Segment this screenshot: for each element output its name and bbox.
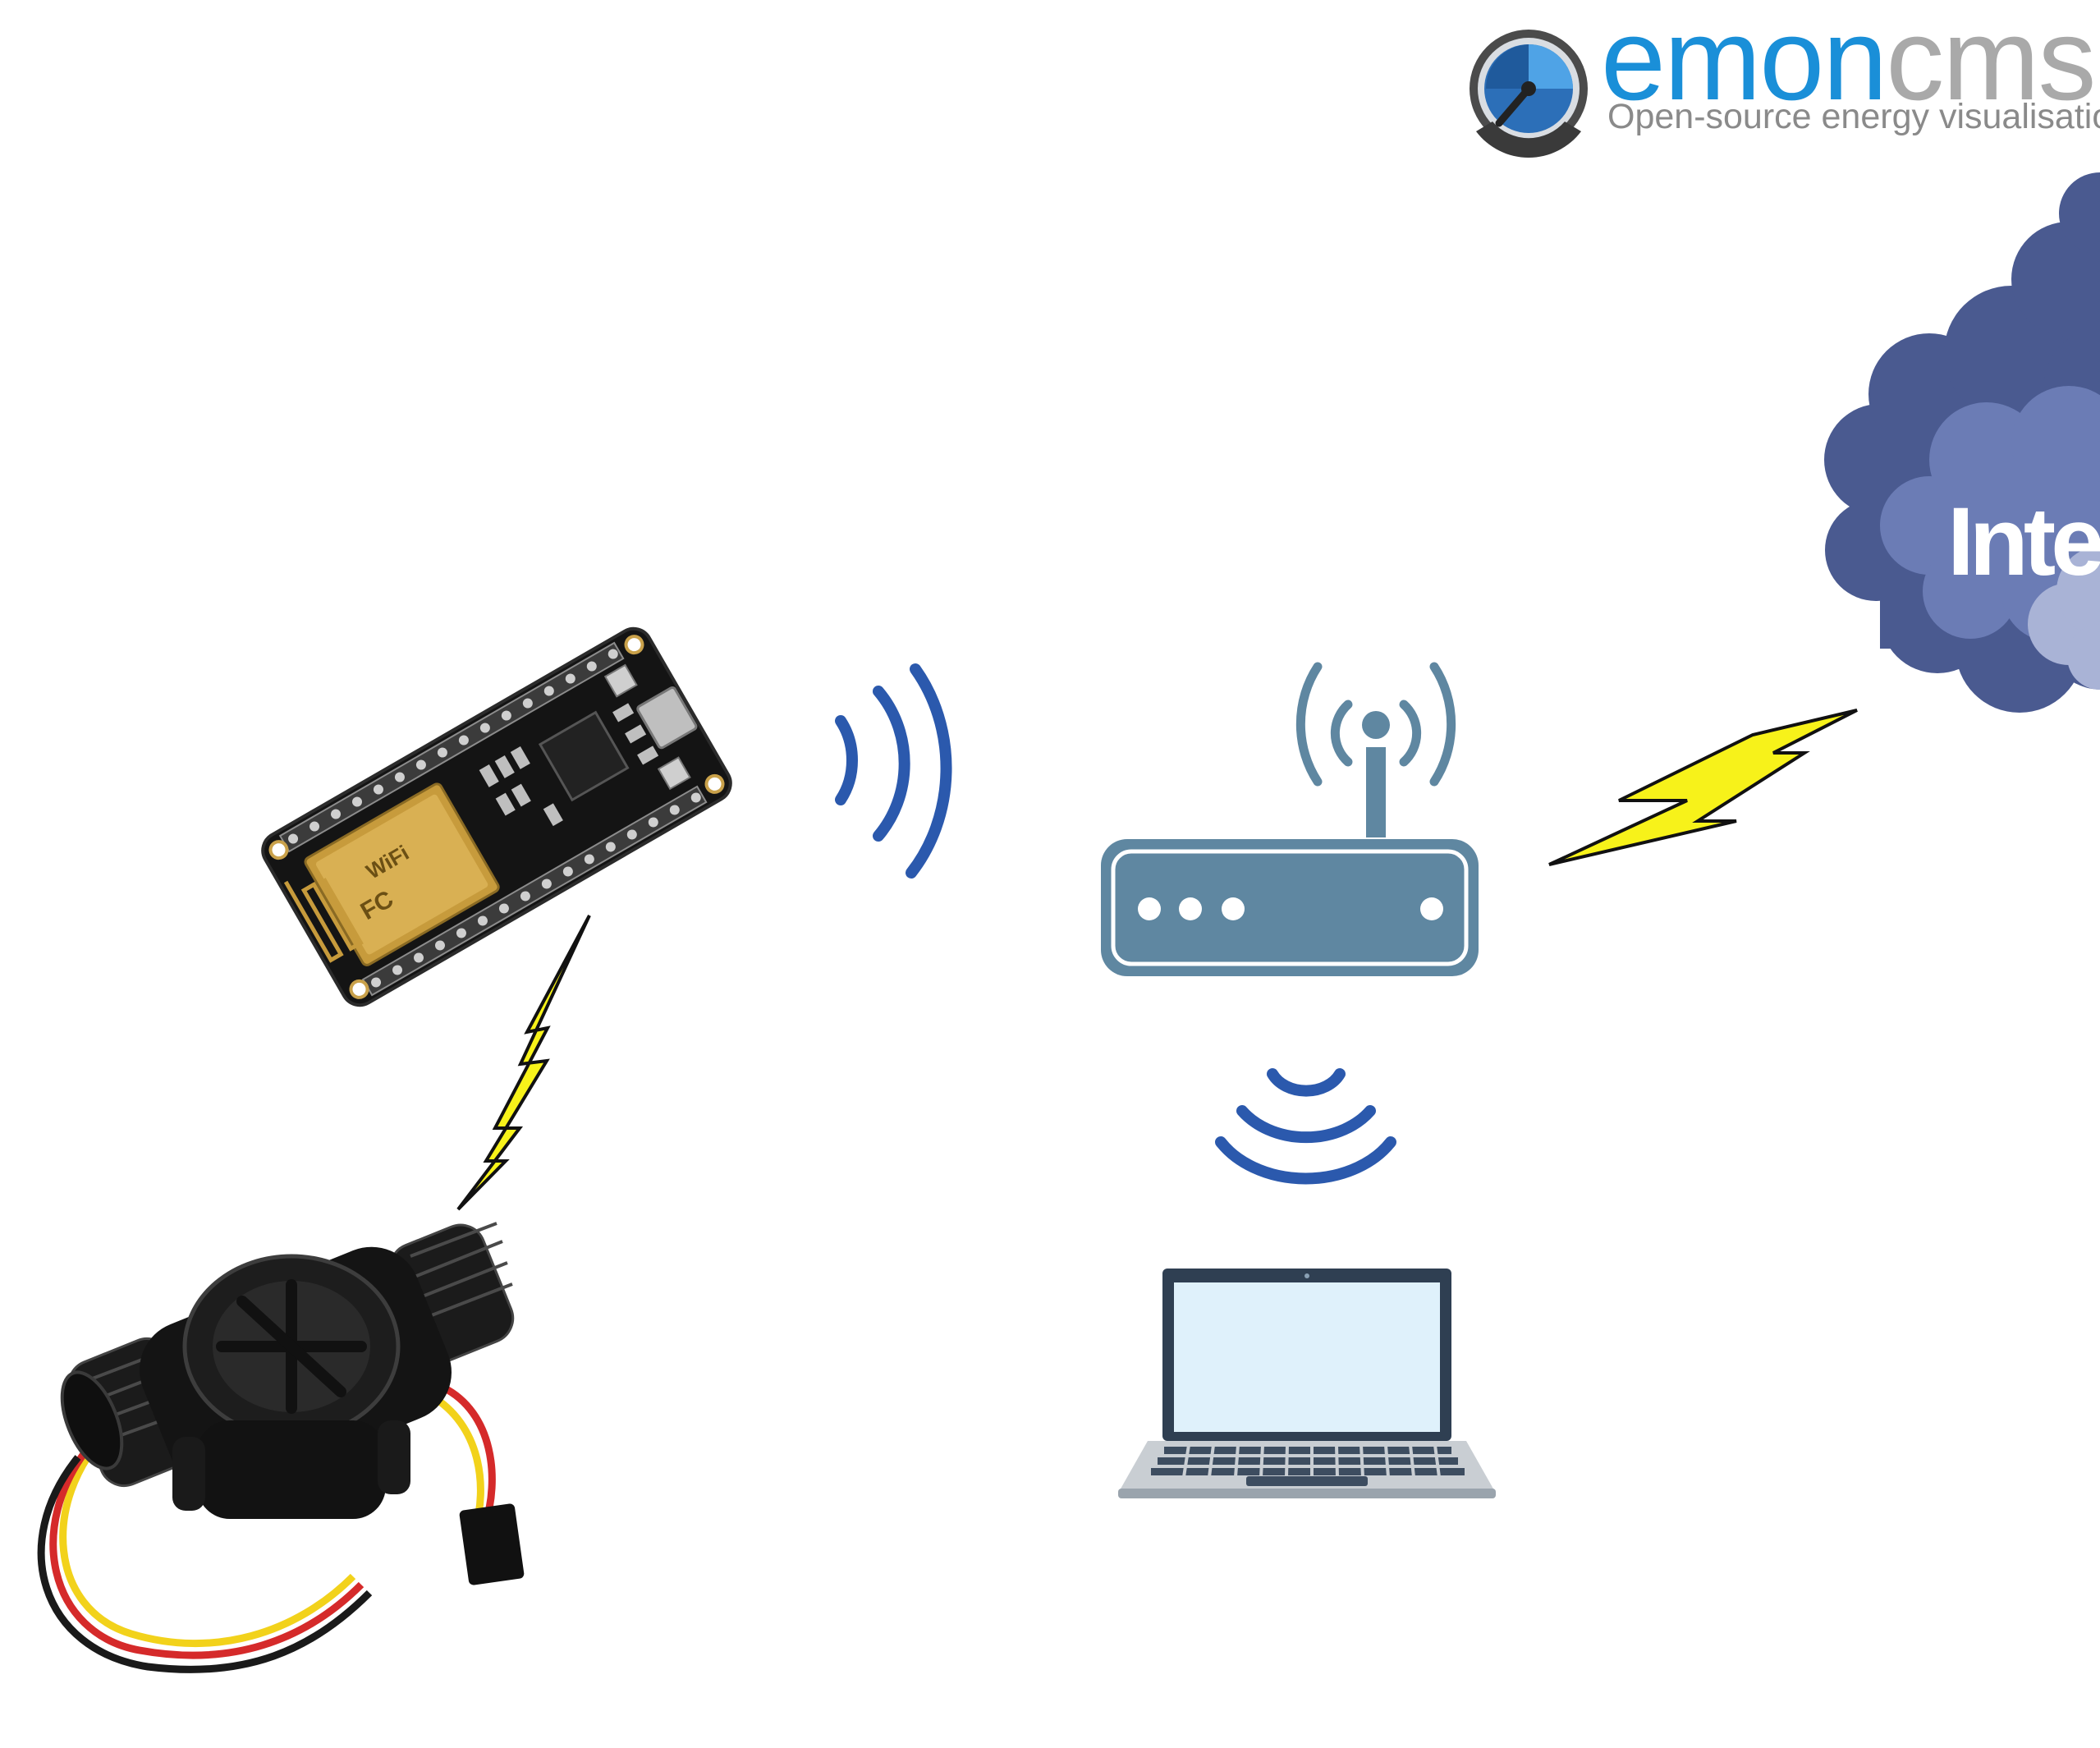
cloud-label: Inter (1947, 488, 2100, 596)
lightning-bolt-icon (456, 915, 591, 1211)
brand-wordmark: emoncms (1601, 2, 2097, 118)
brand-word-emon: emon (1601, 0, 1887, 125)
lightning-bolt-icon (1548, 709, 1858, 866)
wifi-wave-icon (1215, 1068, 1396, 1185)
router-icon (1101, 662, 1479, 976)
brand-tagline: Open-source energy visualisation (1607, 97, 2100, 136)
wifi-wave-icon (835, 663, 952, 879)
gauge-icon (1470, 30, 1588, 158)
cloud-icon (1824, 172, 2100, 713)
laptop-icon (1118, 1269, 1496, 1498)
brand-word-cms: cms (1886, 0, 2096, 125)
esp8266-board-icon: WiFi FC (261, 626, 732, 1007)
flow-sensor-icon (37, 1222, 525, 1673)
